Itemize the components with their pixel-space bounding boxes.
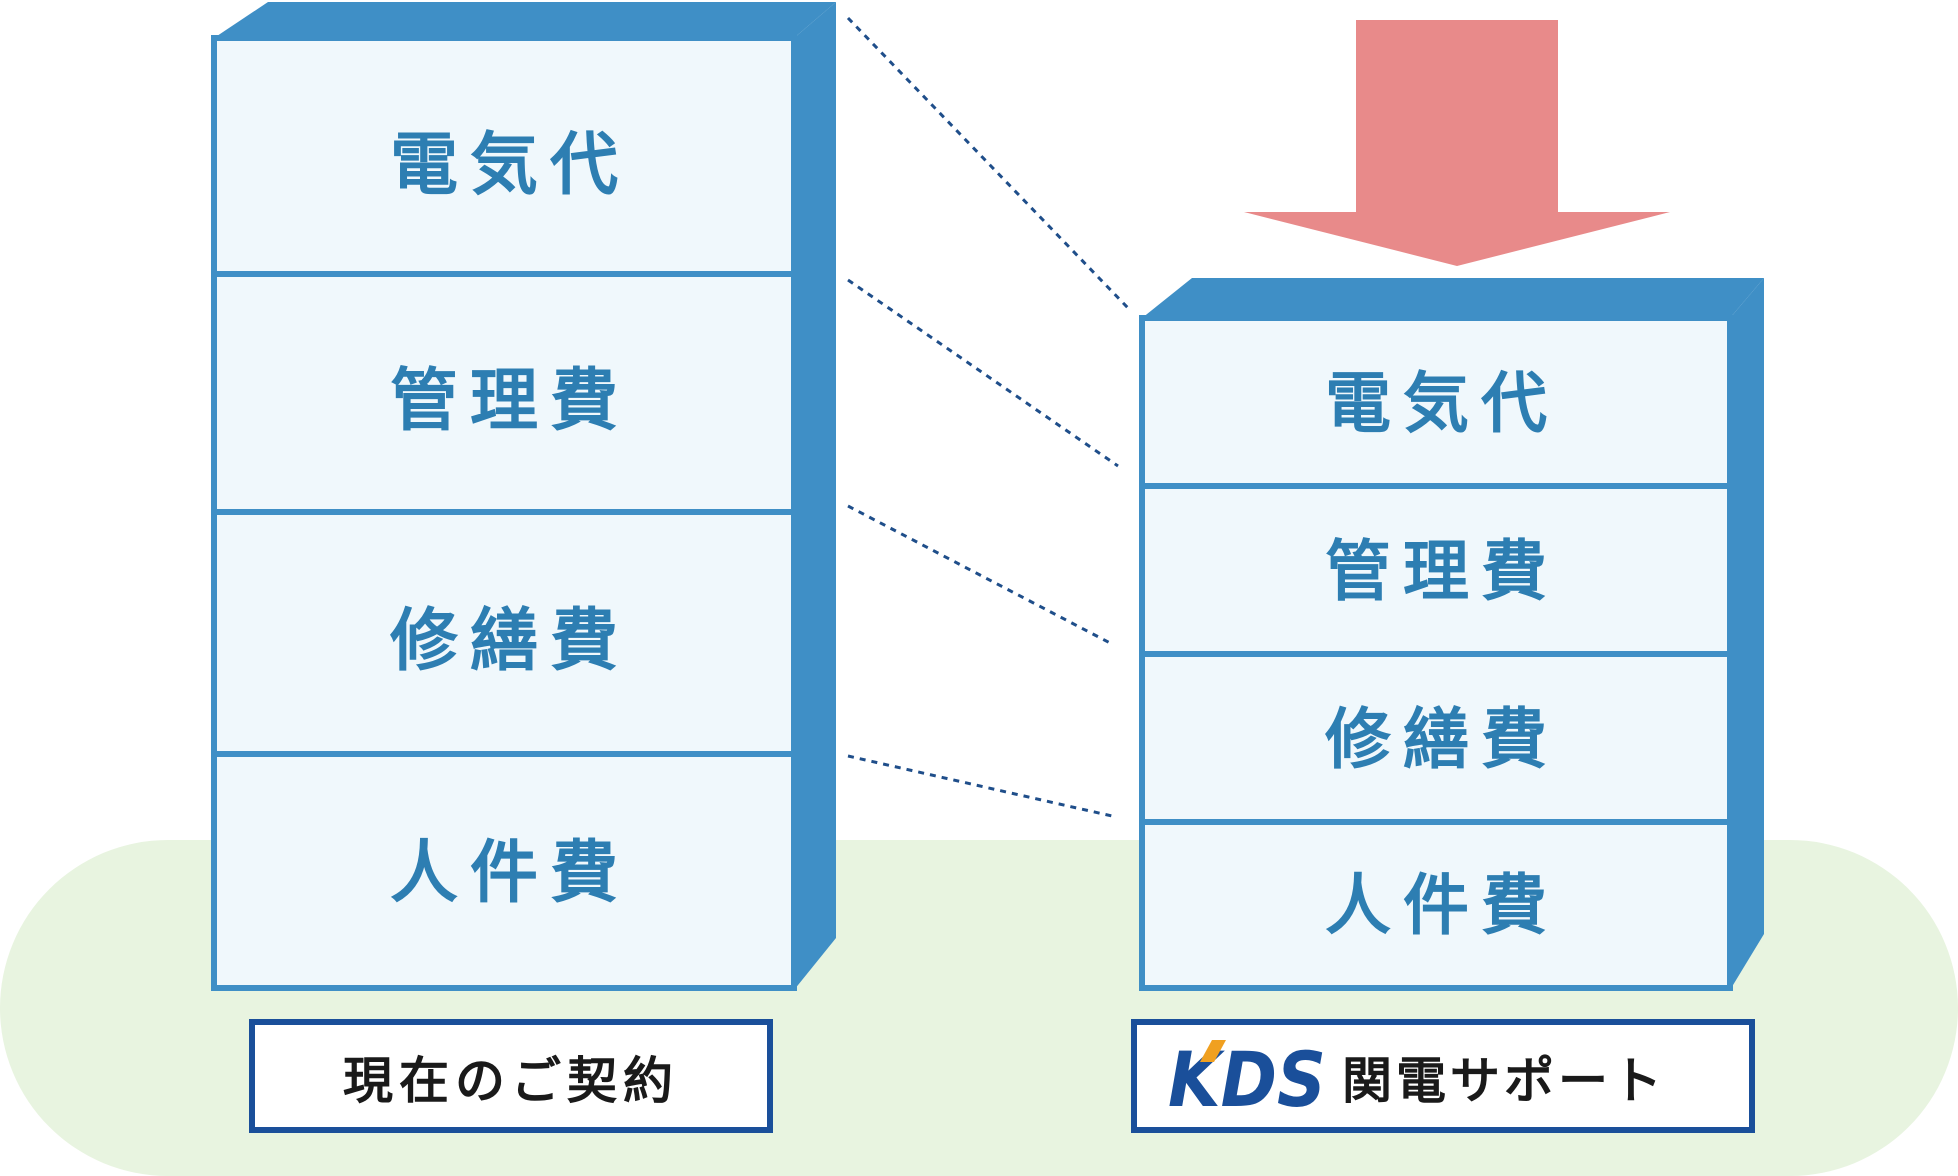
connector-line — [847, 754, 1113, 818]
caption-kds-support: 関電サポート — [1342, 1052, 1666, 1110]
cell-label-repair: 修繕費 — [390, 602, 630, 681]
cell-label-repair: 修繕費 — [1325, 701, 1559, 778]
kds-logo-text: KDS — [1168, 1035, 1326, 1124]
kds-support-caption: KDS 関電サポート — [1131, 1019, 1755, 1133]
cell-label-electricity: 電気代 — [390, 126, 630, 205]
connector-lines — [846, 16, 1130, 818]
kds-logo-icon: KDS — [1168, 1035, 1326, 1124]
connector-line — [847, 278, 1119, 468]
connector-line — [847, 504, 1113, 646]
cell-label-electricity: 電気代 — [1325, 365, 1559, 442]
cell-label-personnel: 人件費 — [390, 834, 630, 913]
caption-box — [1131, 1019, 1755, 1133]
down-arrow-icon — [1244, 20, 1670, 266]
cell-label-management: 管理費 — [390, 362, 630, 441]
stack-top-face — [214, 2, 836, 38]
cell-label-management: 管理費 — [1325, 533, 1559, 610]
stack-side-face — [1730, 278, 1764, 990]
kds-logo-accent — [1200, 1040, 1226, 1062]
cell-label-personnel: 人件費 — [1325, 867, 1559, 944]
stack-side-face — [794, 2, 836, 990]
kds-support-stack: 電気代 管理費 修繕費 人件費 — [1139, 278, 1764, 991]
current-contract-stack: 電気代 管理費 修繕費 人件費 — [211, 2, 836, 991]
stack-top-face — [1142, 278, 1764, 318]
current-contract-caption: 現在のご契約 — [249, 1019, 773, 1133]
connector-line — [846, 16, 1130, 310]
caption-current-contract: 現在のご契約 — [343, 1052, 679, 1110]
caption-box — [249, 1019, 773, 1133]
